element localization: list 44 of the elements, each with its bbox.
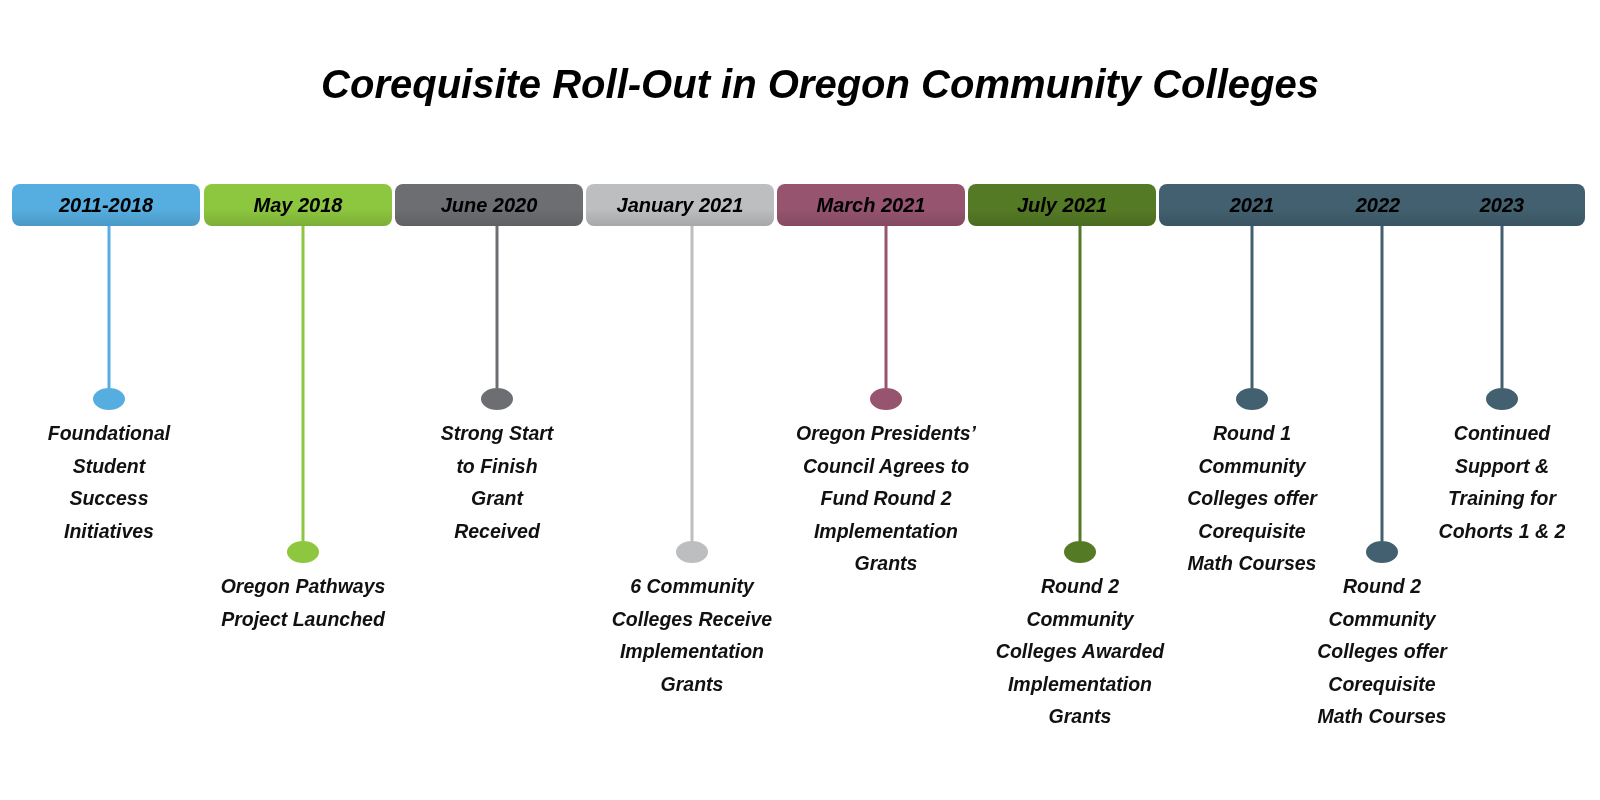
date-label: May 2018 — [253, 193, 343, 217]
timeline-dot — [1486, 388, 1518, 410]
timeline-dot — [481, 388, 513, 410]
timeline-dot — [870, 388, 902, 410]
connector-line — [1250, 226, 1254, 388]
date-label: January 2021 — [616, 193, 744, 217]
timeline-dot — [1366, 541, 1398, 563]
timeline-dot — [676, 541, 708, 563]
timeline-dot — [1236, 388, 1268, 410]
connector-line — [301, 226, 305, 541]
connector-line — [1078, 226, 1082, 541]
timeline-dot — [93, 388, 125, 410]
year-label: 2023 — [1472, 184, 1532, 226]
date-label: June 2020 — [440, 193, 538, 217]
timeline-segment — [395, 184, 583, 226]
event-description: Foundational Student Success Initiatives — [46, 421, 172, 544]
event-description: Oregon Presidents’ Council Agrees to Fund Round 2 Implementation Grants — [796, 421, 976, 576]
year-label: 2021 — [1222, 184, 1282, 226]
connector-line — [495, 226, 499, 388]
title: Corequisite Roll-Out in Oregon Community Colleges — [320, 62, 1320, 107]
connector-line — [884, 226, 888, 388]
timeline-segment — [12, 184, 200, 226]
timeline-segment — [1159, 184, 1585, 226]
event-description: Round 1 Community Colleges offer Corequisite Math Courses — [1186, 421, 1319, 576]
event-description: 6 Community Colleges Receive Implementation Grants — [610, 574, 774, 697]
year-label: 2022 — [1348, 184, 1408, 226]
event-description: Round 2 Community Colleges Awarded Implementation Grants — [994, 574, 1166, 729]
event-description: Continued Support & Training for Cohorts 1 & 2 — [1437, 421, 1567, 544]
connector-line — [690, 226, 694, 541]
date-label: March 2021 — [816, 193, 926, 217]
timeline-segment — [777, 184, 965, 226]
connector-line — [1500, 226, 1504, 388]
timeline-dot — [287, 541, 319, 563]
timeline-dot — [1064, 541, 1096, 563]
connector-line — [107, 226, 111, 388]
timeline-segment — [968, 184, 1156, 226]
timeline-segment — [586, 184, 774, 226]
timeline-segment — [204, 184, 392, 226]
date-label: July 2021 — [1016, 193, 1108, 217]
connector-line — [1380, 226, 1384, 541]
event-description: Strong Start to Finish Grant Received — [439, 421, 555, 544]
event-description: Round 2 Community Colleges offer Corequisite Math Courses — [1316, 574, 1449, 729]
event-description: Oregon Pathways Project Launched — [219, 574, 387, 632]
date-label: 2011-2018 — [58, 193, 154, 217]
